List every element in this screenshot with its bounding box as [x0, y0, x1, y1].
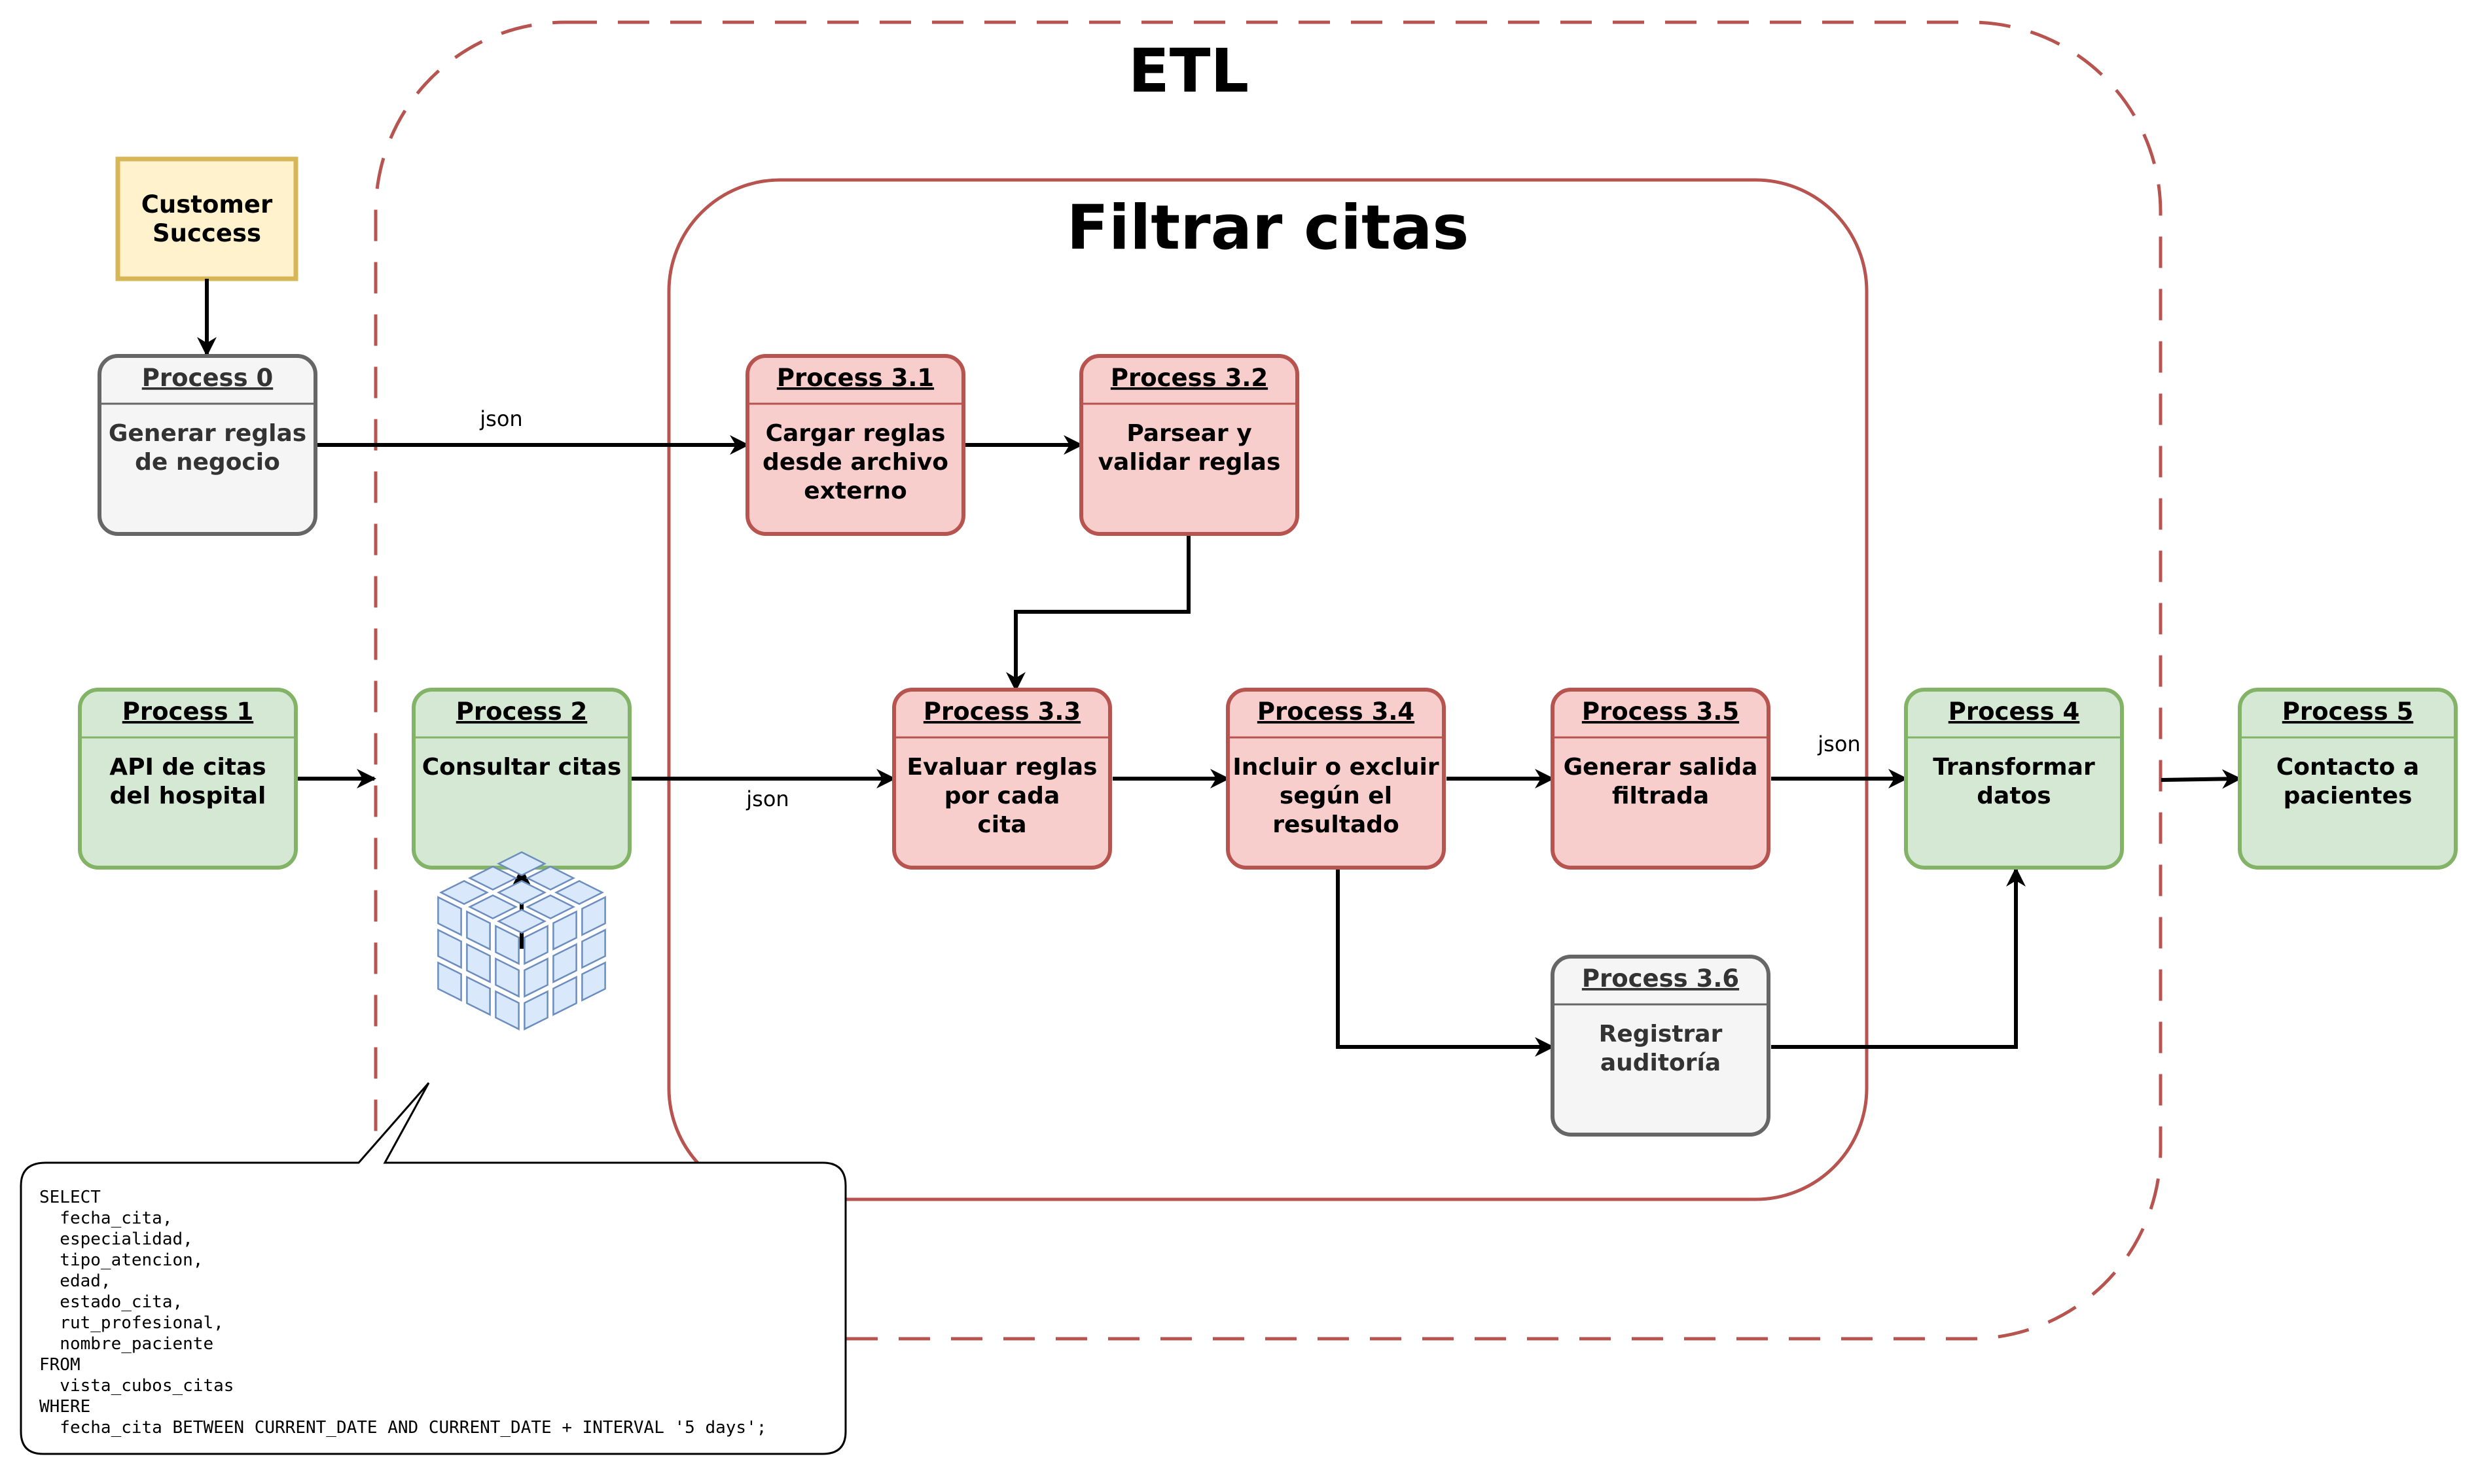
edge-label-json-2: json	[745, 786, 789, 811]
process-label-line: externo	[804, 478, 907, 504]
edge-label-json-3: json	[1817, 732, 1860, 756]
process-label-line: Evaluar reglas	[907, 754, 1098, 781]
process-label-line: desde archivo	[763, 449, 948, 476]
filter-title: Filtrar citas	[1067, 192, 1469, 264]
process-title: Process 4	[1948, 698, 2079, 726]
sql-line: FROM	[39, 1355, 81, 1375]
process-title: Process 3.4	[1257, 698, 1414, 726]
etl-container	[374, 20, 2163, 1341]
sql-line: fecha_cita,	[39, 1209, 173, 1228]
process-label-line: Generar salida	[1564, 754, 1758, 781]
customer-success-box[interactable]: Customer Success	[115, 156, 298, 281]
process-label-line: cita	[977, 811, 1026, 838]
process-label-line: resultado	[1272, 811, 1399, 838]
edges	[197, 279, 2242, 1057]
etl-title: ETL	[1128, 36, 1249, 106]
sql-line: WHERE	[39, 1397, 90, 1417]
sql-line: edad,	[39, 1271, 111, 1291]
sql-callout: SELECT fecha_cita, especialidad, tipo_at…	[20, 1082, 847, 1455]
sql-line: estado_cita,	[39, 1292, 183, 1312]
sql-line: rut_profesional,	[39, 1313, 224, 1333]
edge-p36-p4	[1771, 867, 2026, 1049]
sql-line: especialidad,	[39, 1229, 193, 1249]
process-label-line: por cada	[944, 783, 1060, 809]
process-label-line: validar reglas	[1098, 449, 1281, 476]
edge-p34-p36	[1336, 869, 1554, 1057]
process-label-line: de negocio	[135, 449, 280, 476]
process-label-line: según el	[1280, 783, 1392, 809]
process-label-line: Consultar citas	[422, 754, 622, 781]
process-title: Process 3.2	[1111, 364, 1268, 392]
process-label-line: API de citas	[109, 754, 266, 781]
process-title: Process 3.1	[777, 364, 934, 392]
process-label-line: Transformar	[1933, 754, 2095, 781]
process-box-p2[interactable]: Process 2 Consultar citas	[412, 688, 632, 870]
customer-success-line2: Success	[153, 219, 261, 247]
data-cube-icon	[437, 851, 606, 1031]
process-label-line: Contacto a	[2276, 754, 2419, 781]
process-label-line: auditoría	[1600, 1050, 1721, 1076]
sql-line: SELECT	[39, 1188, 101, 1207]
process-title: Process 0	[142, 364, 273, 392]
process-title: Process 5	[2282, 698, 2413, 726]
sql-line: tipo_atencion,	[39, 1250, 203, 1270]
sql-query: SELECT fecha_cita, especialidad, tipo_at…	[39, 1188, 766, 1438]
process-label-line: Registrar	[1599, 1021, 1723, 1048]
sql-line: nombre_paciente	[39, 1334, 213, 1354]
process-label-line: filtrada	[1612, 783, 1709, 809]
filter-container	[667, 178, 1869, 1201]
process-label-line: datos	[1977, 783, 2051, 809]
sql-line: vista_cubos_citas	[39, 1376, 234, 1396]
process-title: Process 3.6	[1582, 964, 1739, 993]
sql-line: fecha_cita BETWEEN CURRENT_DATE AND CURR…	[39, 1418, 766, 1438]
process-label-line: del hospital	[110, 783, 266, 809]
process-label-line: Cargar reglas	[766, 420, 946, 447]
process-label-line: pacientes	[2284, 783, 2413, 809]
customer-success-line1: Customer	[141, 190, 273, 219]
process-label-line: Incluir o excluir	[1232, 754, 1439, 781]
process-label-line: Parsear y	[1126, 420, 1251, 447]
edge-p4-p5	[2161, 769, 2242, 789]
process-title: Process 3.3	[924, 698, 1081, 726]
edge-p32-p33	[1006, 535, 1191, 692]
edge-label-json-1: json	[479, 406, 522, 431]
process-title: Process 1	[122, 698, 253, 726]
process-title: Process 2	[456, 698, 587, 726]
process-label-line: Generar reglas	[109, 420, 306, 447]
process-title: Process 3.5	[1582, 698, 1739, 726]
